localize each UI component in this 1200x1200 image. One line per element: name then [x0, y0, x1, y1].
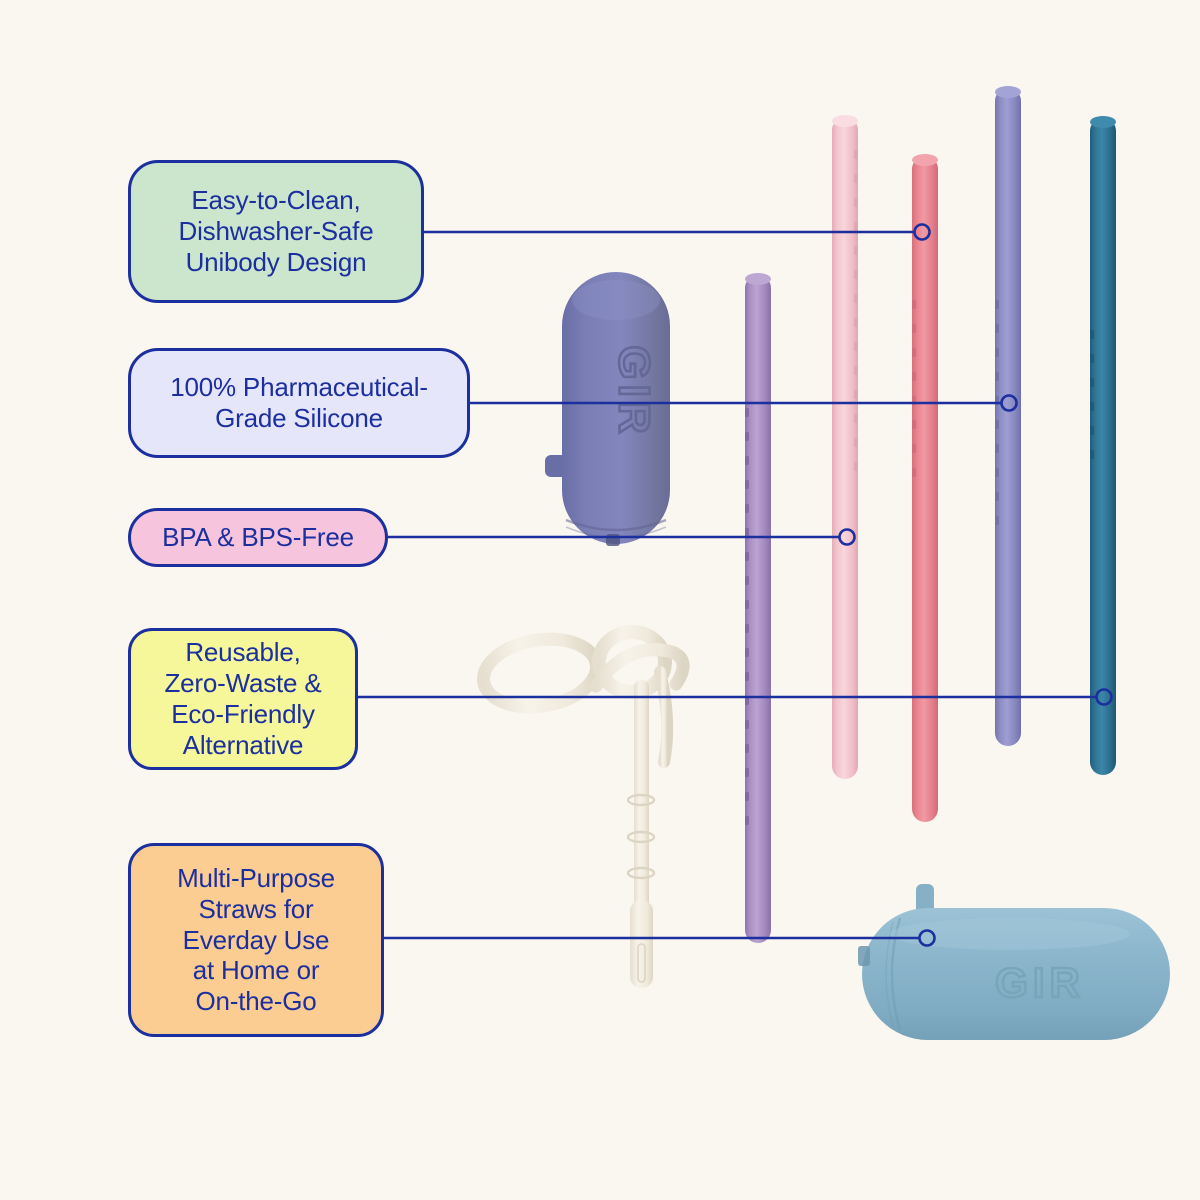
callout-multi-purpose-text: Multi-Purpose Straws for Everday Use at … — [177, 862, 335, 1017]
leader-endpoint-easy-to-clean — [913, 223, 931, 241]
lavender-straw — [745, 273, 771, 943]
coral-straw — [912, 154, 938, 822]
callout-pharmaceutical-grade[interactable]: 100% Pharmaceutical- Grade Silicone — [128, 348, 470, 458]
callout-pharmaceutical-grade-text: 100% Pharmaceutical- Grade Silicone — [170, 372, 428, 433]
svg-text:GIR: GIR — [609, 345, 658, 438]
periwinkle-straw — [995, 86, 1021, 746]
blue-case: GIR — [858, 884, 1170, 1040]
teal-straw — [1090, 116, 1116, 775]
callout-reusable-eco-text: Reusable, Zero-Waste & Eco-Friendly Alte… — [164, 637, 322, 760]
callout-bpa-bps-free-text: BPA & BPS-Free — [162, 522, 354, 553]
callout-multi-purpose[interactable]: Multi-Purpose Straws for Everday Use at … — [128, 843, 384, 1037]
callout-easy-to-clean-text: Easy-to-Clean, Dishwasher-Safe Unibody D… — [178, 185, 374, 277]
leader-endpoint-reusable-eco — [1095, 688, 1113, 706]
callout-easy-to-clean[interactable]: Easy-to-Clean, Dishwasher-Safe Unibody D… — [128, 160, 424, 303]
leader-endpoint-bpa-bps-free — [838, 528, 856, 546]
gir-logo-purple: GIR — [608, 344, 660, 440]
callout-reusable-eco[interactable]: Reusable, Zero-Waste & Eco-Friendly Alte… — [128, 628, 358, 770]
leader-endpoint-multi-purpose — [918, 929, 936, 947]
callout-bpa-bps-free[interactable]: BPA & BPS-Free — [128, 508, 388, 567]
light-pink-straw — [832, 115, 858, 779]
gir-logo-blue: GIR — [995, 959, 1085, 1006]
purple-case: GIR — [545, 272, 670, 546]
leader-endpoint-pharmaceutical-grade — [1000, 394, 1018, 412]
cleaning-squeegee — [476, 625, 690, 988]
